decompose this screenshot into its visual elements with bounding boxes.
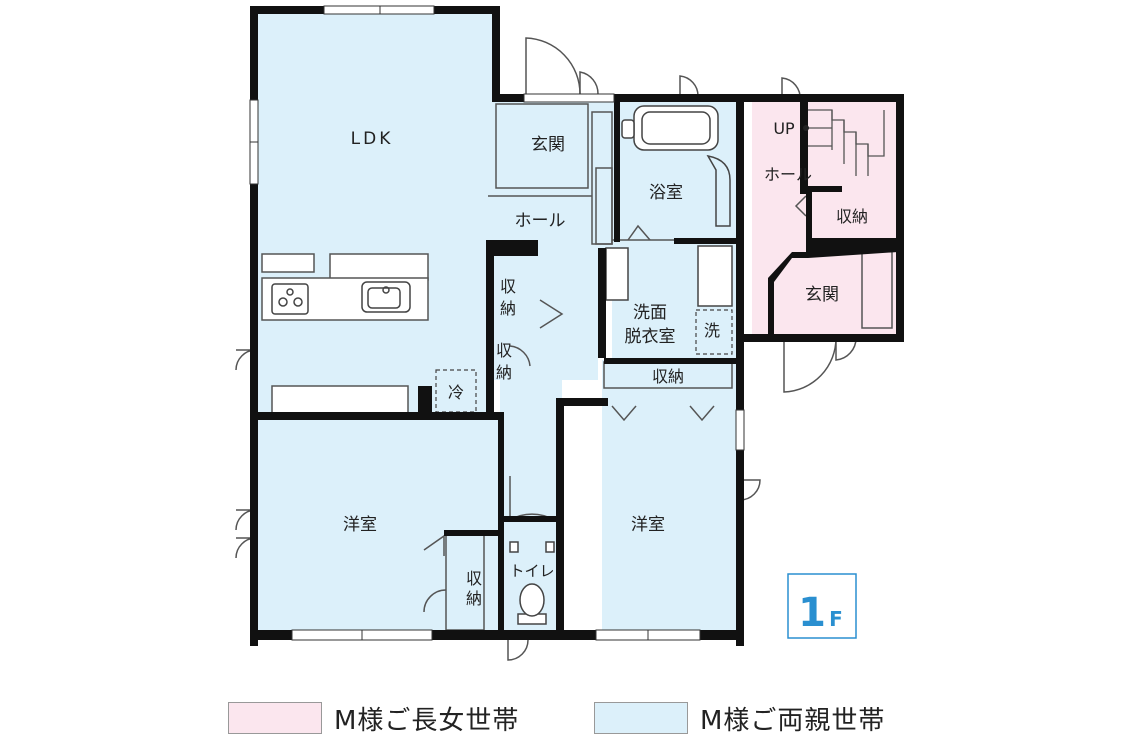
parents-area (258, 14, 738, 636)
stairs-up-label: UP (773, 119, 795, 138)
floor-badge-letter: F (829, 607, 843, 631)
legend-parents-swatch (594, 702, 688, 734)
room-western-left: 洋室 (343, 515, 377, 535)
legend-parents-label: M様ご両親世帯 (700, 705, 886, 736)
room-washroom-2: 脱衣室 (625, 327, 676, 347)
room-bath: 浴室 (649, 183, 683, 203)
legend-daughter: M様ご長女世帯 (228, 698, 519, 738)
stove (271, 283, 309, 315)
room-storage-b: 収 (496, 341, 512, 360)
vanity (605, 245, 733, 307)
toilet-fixture (509, 541, 555, 625)
floor-badge: 1 F (787, 573, 857, 639)
room-hall-sub: ホール (764, 165, 812, 184)
room-storage-c: 収納 (652, 367, 684, 386)
room-storage-a: 収 (500, 277, 516, 296)
bathtub (621, 105, 719, 151)
sink (361, 281, 411, 313)
stairs (802, 109, 885, 176)
room-storage-a2: 納 (500, 299, 516, 318)
room-entrance-sub: 玄関 (805, 285, 839, 305)
room-storage-d2: 納 (466, 589, 482, 608)
legend-parents: M様ご両親世帯 (594, 698, 885, 738)
legend-daughter-swatch (228, 702, 322, 734)
room-ldk: LDK (351, 129, 394, 149)
room-entrance-main: 玄関 (531, 135, 565, 155)
room-hall-main: ホール (515, 211, 566, 231)
room-storage-d: 収 (466, 569, 482, 588)
room-toilet: トイレ (509, 562, 554, 580)
stairs-up-dot (803, 125, 809, 131)
walls (250, 6, 904, 646)
room-washroom-1: 洗面 (633, 303, 667, 323)
room-western-right: 洋室 (631, 515, 665, 535)
fridge-label: 冷 (448, 383, 464, 402)
room-storage-sub: 収納 (836, 207, 868, 226)
room-storage-b2: 納 (496, 363, 512, 382)
kitchen-counter (261, 253, 429, 417)
washer-space (695, 309, 733, 355)
washer-label: 洗 (704, 321, 720, 340)
legend-daughter-label: M様ご長女世帯 (334, 705, 520, 736)
floor-badge-number: 1 (798, 590, 826, 636)
daughter-area (752, 100, 898, 334)
